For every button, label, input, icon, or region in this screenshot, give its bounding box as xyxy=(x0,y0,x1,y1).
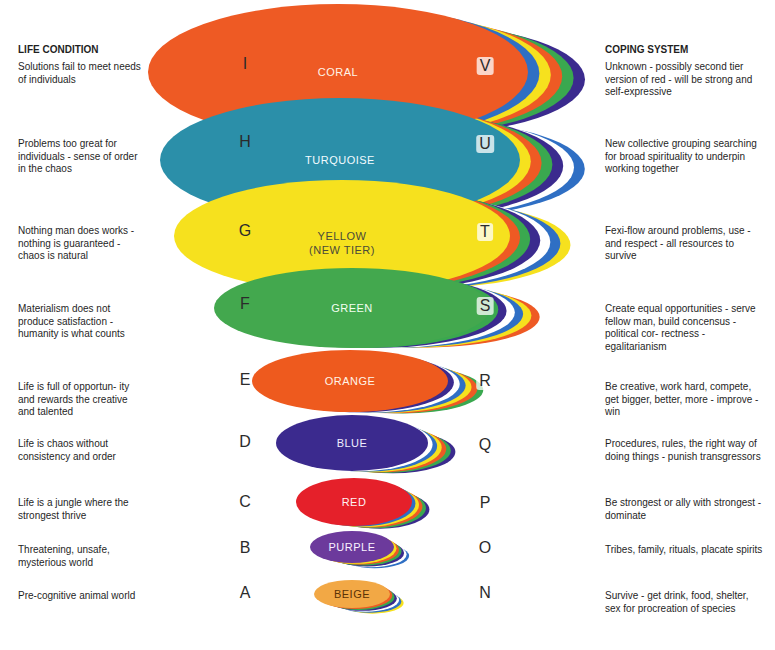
level-letter: B xyxy=(237,539,254,557)
level-ellipse-shape xyxy=(214,268,490,348)
coping-system-text: Create equal opportunities - serve fello… xyxy=(605,303,765,353)
coping-system-text: Tribes, family, rituals, placate spirits xyxy=(605,544,765,557)
level-letter: N xyxy=(476,584,494,602)
level-ellipse-shape xyxy=(310,531,394,563)
level-name: TURQUOISE xyxy=(305,153,375,167)
level-label-group: BEIGE xyxy=(334,587,370,601)
level-letter: G xyxy=(236,222,254,240)
level-letter: E xyxy=(237,371,254,389)
level-label-group: GREEN xyxy=(331,301,373,315)
column-heading: LIFE CONDITION xyxy=(18,44,158,57)
level-letter: R xyxy=(476,372,494,390)
level-letter: T xyxy=(477,223,493,241)
level-name: BLUE xyxy=(337,436,368,450)
level-letter: A xyxy=(237,584,254,602)
level-label-group: ORANGE xyxy=(325,374,376,388)
level-letter: P xyxy=(477,494,494,512)
spiral-level: PURPLE xyxy=(310,531,394,563)
level-name: GREEN xyxy=(331,301,373,315)
level-name: RED xyxy=(342,495,367,509)
level-letter: V xyxy=(477,57,494,75)
life-condition-text: Life is full of opportun- ity and reward… xyxy=(18,381,146,419)
level-name: ORANGE xyxy=(325,374,376,388)
level-letter: I xyxy=(240,55,250,73)
level-label-group: PURPLE xyxy=(328,540,375,554)
level-letter: O xyxy=(476,539,494,557)
life-condition-text: Materialism does not produce satisfactio… xyxy=(18,303,146,341)
level-ellipse-shape xyxy=(276,415,428,471)
level-letter: F xyxy=(237,295,253,313)
life-condition-text: Life is a jungle where the strongest thr… xyxy=(18,497,146,522)
level-name: BEIGE xyxy=(334,587,370,601)
coping-system-text: Procedures, rules, the right way of doin… xyxy=(605,438,765,463)
life-condition-text: Solutions fail to meet needs of individu… xyxy=(18,61,146,86)
coping-system-text: Be creative, work hard, compete, get big… xyxy=(605,381,765,419)
level-label-group: YELLOW (NEW TIER) xyxy=(302,229,382,258)
column-heading: COPING SYSTEM xyxy=(605,44,765,57)
level-letter: S xyxy=(477,297,494,315)
life-condition-text: Nothing man does works - nothing is guar… xyxy=(18,225,146,263)
coping-system-text: Fexi-flow around problems, use - and res… xyxy=(605,225,765,263)
life-condition-text: Threatening, unsafe, mysterious world xyxy=(18,544,146,569)
level-name: YELLOW (NEW TIER) xyxy=(302,229,382,258)
coping-system-text: Be strongest or ally with strongest - do… xyxy=(605,497,765,522)
level-ellipse-shape xyxy=(252,350,448,412)
spiral-level: BLUE xyxy=(276,415,428,471)
level-label-group: BLUE xyxy=(337,436,368,450)
life-condition-text: Life is chaos without consistency and or… xyxy=(18,438,146,463)
level-ellipse-shape xyxy=(314,580,390,608)
level-letter: D xyxy=(236,433,254,451)
level-letter: H xyxy=(236,133,254,151)
coping-system-text: New collective grouping searching for br… xyxy=(605,138,765,176)
level-letter: Q xyxy=(476,436,494,454)
level-label-group: CORAL xyxy=(318,65,358,79)
level-letter: C xyxy=(236,493,254,511)
spiral-level: ORANGE xyxy=(252,350,448,412)
coping-system-text: Unknown - possibly second tier version o… xyxy=(605,61,765,99)
spiral-level: GREEN xyxy=(214,268,490,348)
level-label-group: RED xyxy=(342,495,367,509)
life-condition-text: Pre-cognitive animal world xyxy=(18,590,146,603)
level-name: CORAL xyxy=(318,65,358,79)
level-label-group: TURQUOISE xyxy=(305,153,375,167)
coping-system-text: Survive - get drink, food, shelter, sex … xyxy=(605,590,765,615)
life-condition-text: Problems too great for individuals - sen… xyxy=(18,138,146,176)
spiral-level: RED xyxy=(296,478,412,526)
spiral-level: BEIGE xyxy=(314,580,390,608)
level-name: PURPLE xyxy=(328,540,375,554)
level-letter: U xyxy=(476,135,494,153)
level-ellipse-shape xyxy=(296,478,412,526)
